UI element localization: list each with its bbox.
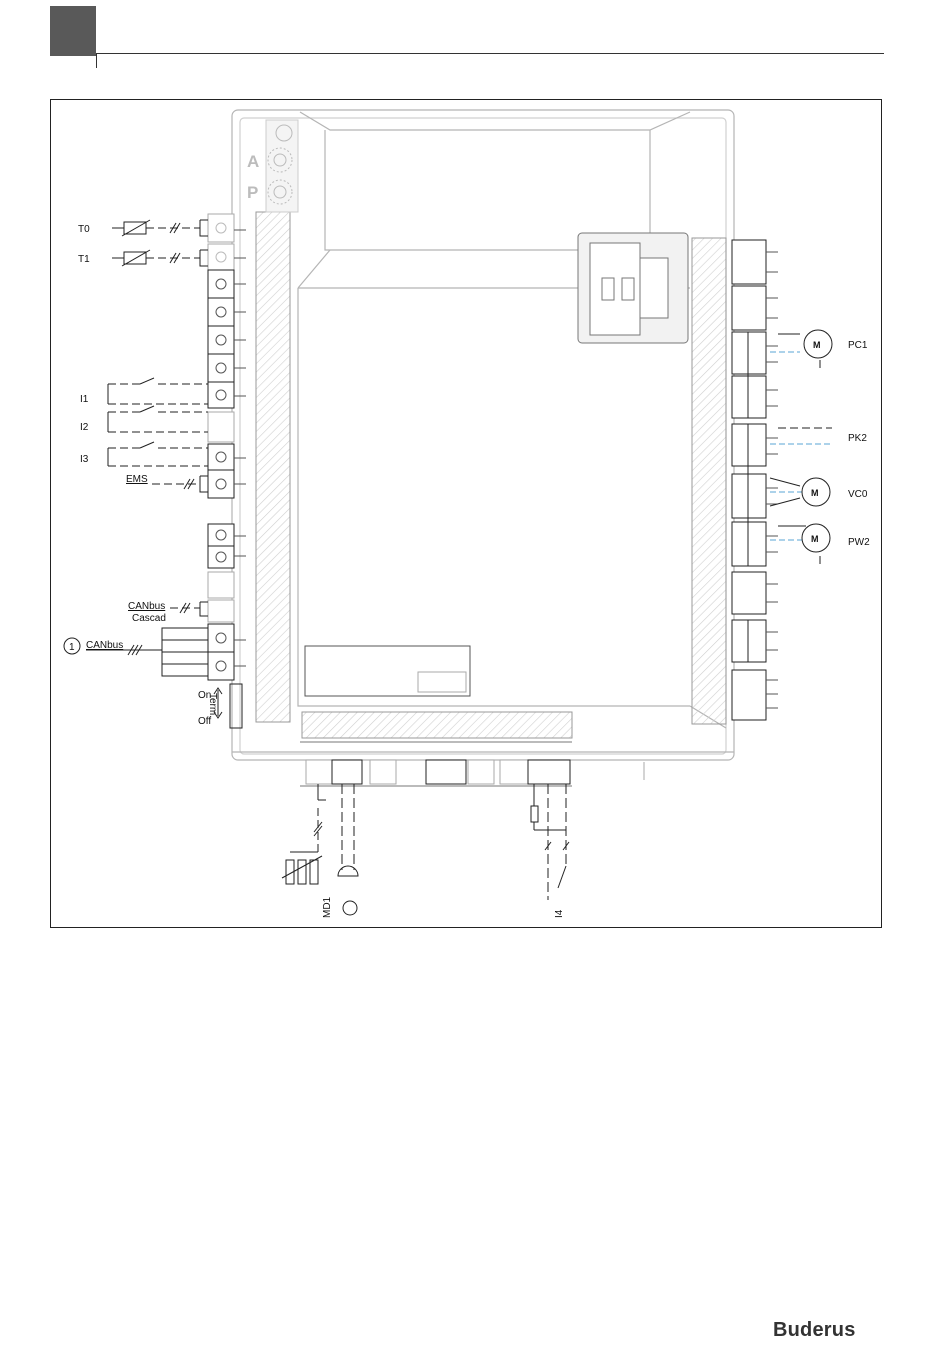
label-md1: MD1 [322, 896, 333, 918]
dial-a-label: A [247, 152, 259, 171]
label-i1: I1 [80, 394, 89, 405]
display-panel [305, 646, 470, 696]
label-i2: I2 [80, 422, 89, 433]
address-dials: A P [247, 120, 298, 212]
dial-p-label: P [247, 183, 258, 202]
right-hatched-strip [692, 238, 726, 724]
motor-vc0-letter: M [811, 488, 819, 498]
bottom-terminals [300, 742, 572, 786]
label-pw2: PW2 [848, 537, 870, 548]
bottom-wiring [282, 784, 569, 915]
label-term: Term. [207, 693, 218, 718]
label-pk2: PK2 [848, 433, 867, 444]
label-canbus-cascade-line2: Cascad [132, 613, 166, 624]
motor-pc1: M [804, 330, 832, 358]
label-canbus: CANbus [86, 640, 123, 651]
right-terminals [732, 240, 778, 720]
label-canbus-cascade-line1: CANbus [128, 601, 165, 612]
motor-pw2: M [802, 524, 830, 552]
label-pc1: PC1 [848, 340, 868, 351]
label-i4: I4 [554, 909, 565, 918]
label-t0: T0 [78, 224, 90, 235]
module-housing [232, 110, 734, 760]
label-vc0: VC0 [848, 489, 868, 500]
motor-pw2-letter: M [811, 534, 819, 544]
left-hatched-strip [256, 212, 290, 722]
bottom-hatched-strip [302, 712, 572, 738]
label-ems: EMS [126, 474, 148, 485]
fuse-holder [578, 233, 688, 343]
label-i3: I3 [80, 454, 89, 465]
callout-number: 1 [69, 642, 75, 653]
label-t1: T1 [78, 254, 90, 265]
buderus-logo: Buderus [773, 1319, 856, 1342]
motor-vc0: M [802, 478, 830, 506]
motor-pc1-letter: M [813, 340, 821, 350]
